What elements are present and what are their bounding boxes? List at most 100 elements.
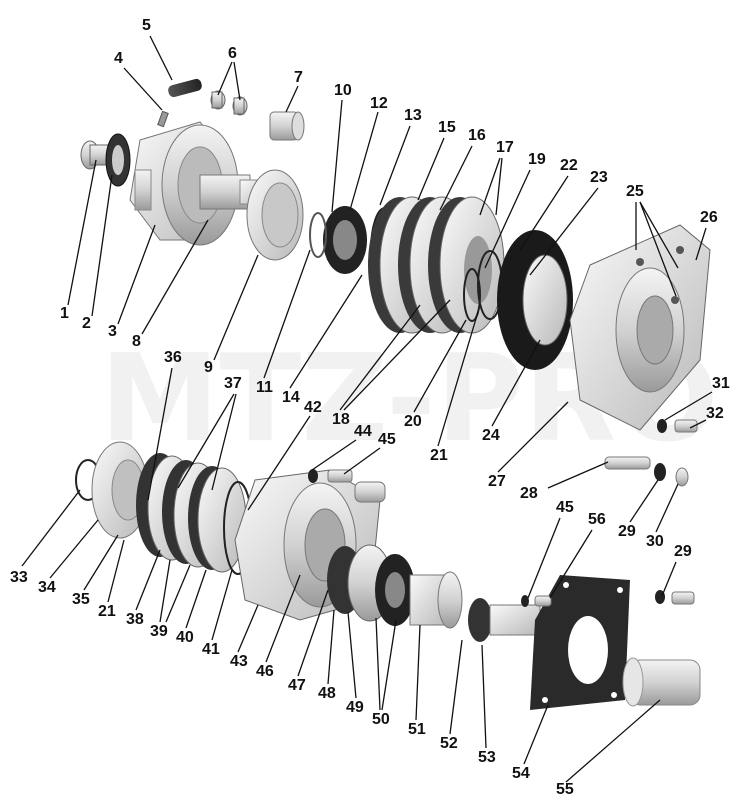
part-callout-label: 32: [706, 405, 724, 422]
leader-line: [211, 569, 233, 641]
leader-line: [165, 564, 191, 623]
leader-line: [117, 224, 156, 325]
part-callout-label: 56: [588, 511, 606, 528]
leader-line: [639, 201, 679, 269]
leader-line: [523, 704, 549, 765]
part-callout-label: 4: [114, 50, 123, 67]
leader-line: [661, 561, 677, 597]
part-callout-label: 3: [108, 323, 117, 340]
part-32-33-plug: [657, 419, 698, 433]
part-9-ring-gear: [246, 169, 304, 261]
part-callout-label: 48: [318, 685, 336, 702]
top-assembly: [80, 78, 711, 487]
part-37-42-clutch-pack: [136, 453, 253, 575]
part-callout-label: 44: [354, 423, 372, 440]
leader-line: [107, 539, 125, 603]
part-callout-label: 35: [72, 591, 90, 608]
leader-line: [289, 274, 363, 389]
leader-line: [481, 644, 487, 749]
leader-line: [413, 319, 467, 413]
leader-line: [497, 401, 569, 473]
leader-line: [211, 393, 237, 491]
part-callout-label: 33: [10, 569, 28, 586]
part-callout-label: 37: [224, 375, 242, 392]
part-callout-label: 28: [520, 485, 538, 502]
leader-line: [263, 249, 311, 379]
part-callout-label: 43: [230, 653, 248, 670]
leader-line: [83, 534, 119, 591]
leader-line: [349, 111, 379, 211]
leader-line: [527, 517, 561, 599]
part-callout-label: 10: [334, 82, 352, 99]
part-callout-label: 46: [256, 663, 274, 680]
leader-line: [655, 483, 679, 533]
leader-line: [417, 137, 445, 201]
leader-line: [689, 419, 707, 429]
part-22-24-piston: [497, 230, 573, 370]
leader-line: [519, 175, 569, 251]
part-callout-label: 31: [712, 375, 730, 392]
part-56-cap: [622, 657, 701, 707]
leader-line: [415, 624, 421, 721]
part-callout-label: 20: [404, 413, 422, 430]
part-26-housing: [569, 224, 711, 431]
leader-line: [339, 304, 421, 411]
part-callout-label: 13: [404, 107, 422, 124]
part-callout-label: 29: [674, 543, 692, 560]
part-callout-label: 6: [228, 45, 237, 62]
leader-line: [67, 159, 97, 306]
leader-line: [285, 85, 299, 113]
leader-line: [379, 125, 411, 206]
leader-line: [479, 157, 501, 216]
leader-line: [327, 609, 335, 685]
leader-line: [217, 61, 233, 96]
part-callout-label: 53: [478, 749, 496, 766]
leader-line: [233, 61, 241, 101]
leader-line: [177, 393, 235, 489]
part-callout-label: 45: [378, 431, 396, 448]
part-53-54-shaft: [468, 598, 541, 642]
part-callout-label: 27: [488, 473, 506, 490]
part-10-bearing: [323, 206, 367, 274]
part-callout-label: 1: [60, 305, 69, 322]
leader-line: [343, 299, 451, 411]
part-45-46-plug: [308, 469, 353, 483]
part-28-30-pin: [604, 456, 689, 487]
part-callout-label: 5: [142, 17, 151, 34]
part-callout-label: 21: [98, 603, 116, 620]
part-callout-label: 18: [332, 411, 350, 428]
bottom-assembly: [75, 441, 701, 710]
part-callout-label: 8: [132, 333, 141, 350]
part-callout-label: 22: [560, 157, 578, 174]
leader-line: [439, 145, 473, 211]
part-callout-label: 47: [288, 677, 306, 694]
leader-line: [247, 415, 311, 511]
leader-line: [311, 439, 357, 471]
leader-line: [147, 367, 173, 501]
leader-line: [437, 311, 479, 447]
leader-line: [375, 617, 381, 711]
part-callout-label: 45: [556, 499, 574, 516]
part-callout-label: 14: [282, 389, 300, 406]
part-callout-label: 50: [372, 711, 390, 728]
part-callout-label: 19: [528, 151, 546, 168]
part-callout-label: 26: [700, 209, 718, 226]
part-callout-label: 39: [150, 623, 168, 640]
leader-line: [265, 574, 301, 663]
part-4-pin: [157, 110, 169, 128]
part-callout-label: 17: [496, 139, 514, 156]
leader-line: [347, 611, 357, 699]
leader-line: [297, 589, 329, 677]
leader-line: [237, 604, 259, 653]
leader-line: [21, 489, 81, 567]
part-callout-label: 23: [590, 169, 608, 186]
leader-line: [495, 157, 503, 216]
part-7-gear: [269, 111, 305, 141]
part-callout-label: 55: [556, 781, 574, 798]
leader-line: [49, 519, 99, 579]
leader-line: [141, 219, 209, 335]
leader-line: [529, 187, 599, 276]
part-callout-label: 29: [618, 523, 636, 540]
